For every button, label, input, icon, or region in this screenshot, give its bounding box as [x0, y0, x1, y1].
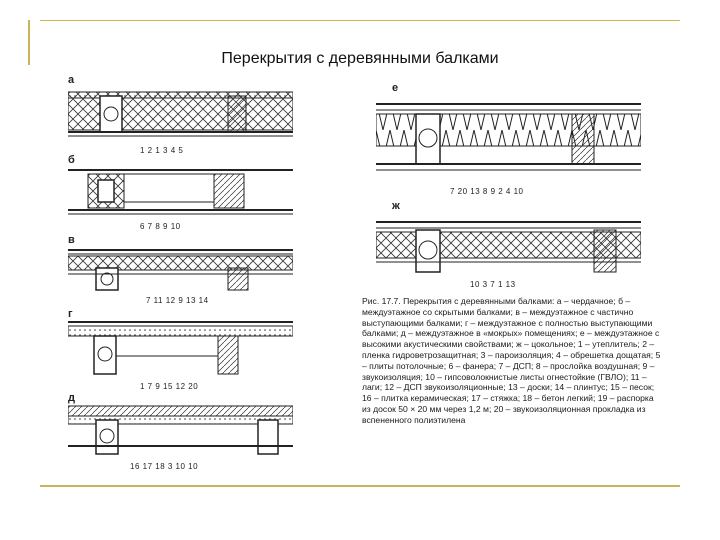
- section-drawing-d: [68, 402, 293, 458]
- panel-v-numbers: 7 11 12 9 13 14: [146, 296, 209, 305]
- panel-d-label: д: [68, 392, 75, 404]
- panel-b-label: б: [68, 154, 75, 166]
- section-drawing-v: [68, 246, 293, 294]
- frame-accent-vertical: [28, 20, 30, 65]
- figure-caption: Рис. 17.7. Перекрытия с деревянными балк…: [362, 296, 662, 426]
- frame-accent-top: [40, 20, 680, 21]
- section-drawing-g: [68, 318, 293, 378]
- panel-e-numbers: 7 20 13 8 9 2 4 10: [450, 187, 524, 196]
- panel-e-label: е: [392, 82, 399, 94]
- section-drawing-a: [68, 84, 293, 144]
- figure-caption-text: Рис. 17.7. Перекрытия с деревянными балк…: [362, 296, 661, 425]
- panel-a-label: а: [68, 74, 75, 86]
- panel-zh-numbers: 10 3 7 1 13: [470, 280, 516, 289]
- section-drawing-e: [376, 100, 641, 180]
- panel-b-numbers: 6 7 8 9 10: [140, 222, 181, 231]
- panel-a-numbers: 1 2 1 3 4 5: [140, 146, 184, 155]
- section-drawing-b: [68, 166, 293, 218]
- panel-g-label: г: [68, 308, 73, 320]
- frame-accent-bottom: [40, 485, 680, 487]
- panel-v-label: в: [68, 234, 75, 246]
- slide-title: Перекрытия с деревянными балками: [221, 50, 499, 67]
- panel-zh-label: ж: [392, 200, 400, 212]
- section-drawing-zh: [376, 218, 641, 278]
- panel-g-numbers: 1 7 9 15 12 20: [140, 382, 199, 391]
- panel-d-numbers: 16 17 18 3 10 10: [130, 462, 199, 471]
